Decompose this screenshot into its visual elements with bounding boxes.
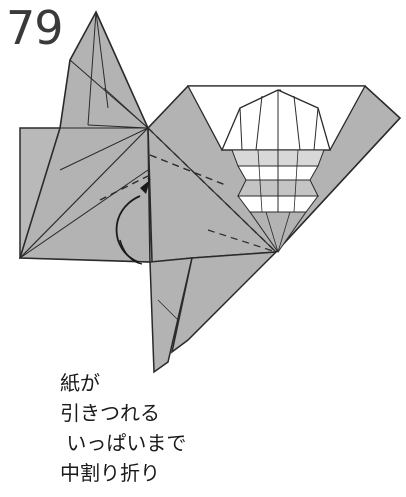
lower-legs [150,252,276,372]
origami-diagram [0,0,406,400]
instruction-line: 紙が [60,368,186,398]
instruction-line: 引きつれる [60,398,186,428]
instruction-line: いっぱいまで [60,428,186,458]
instruction-text: 紙が 引きつれる いっぱいまで 中割り折り [60,368,186,488]
instruction-line: 中割り折り [60,458,186,488]
